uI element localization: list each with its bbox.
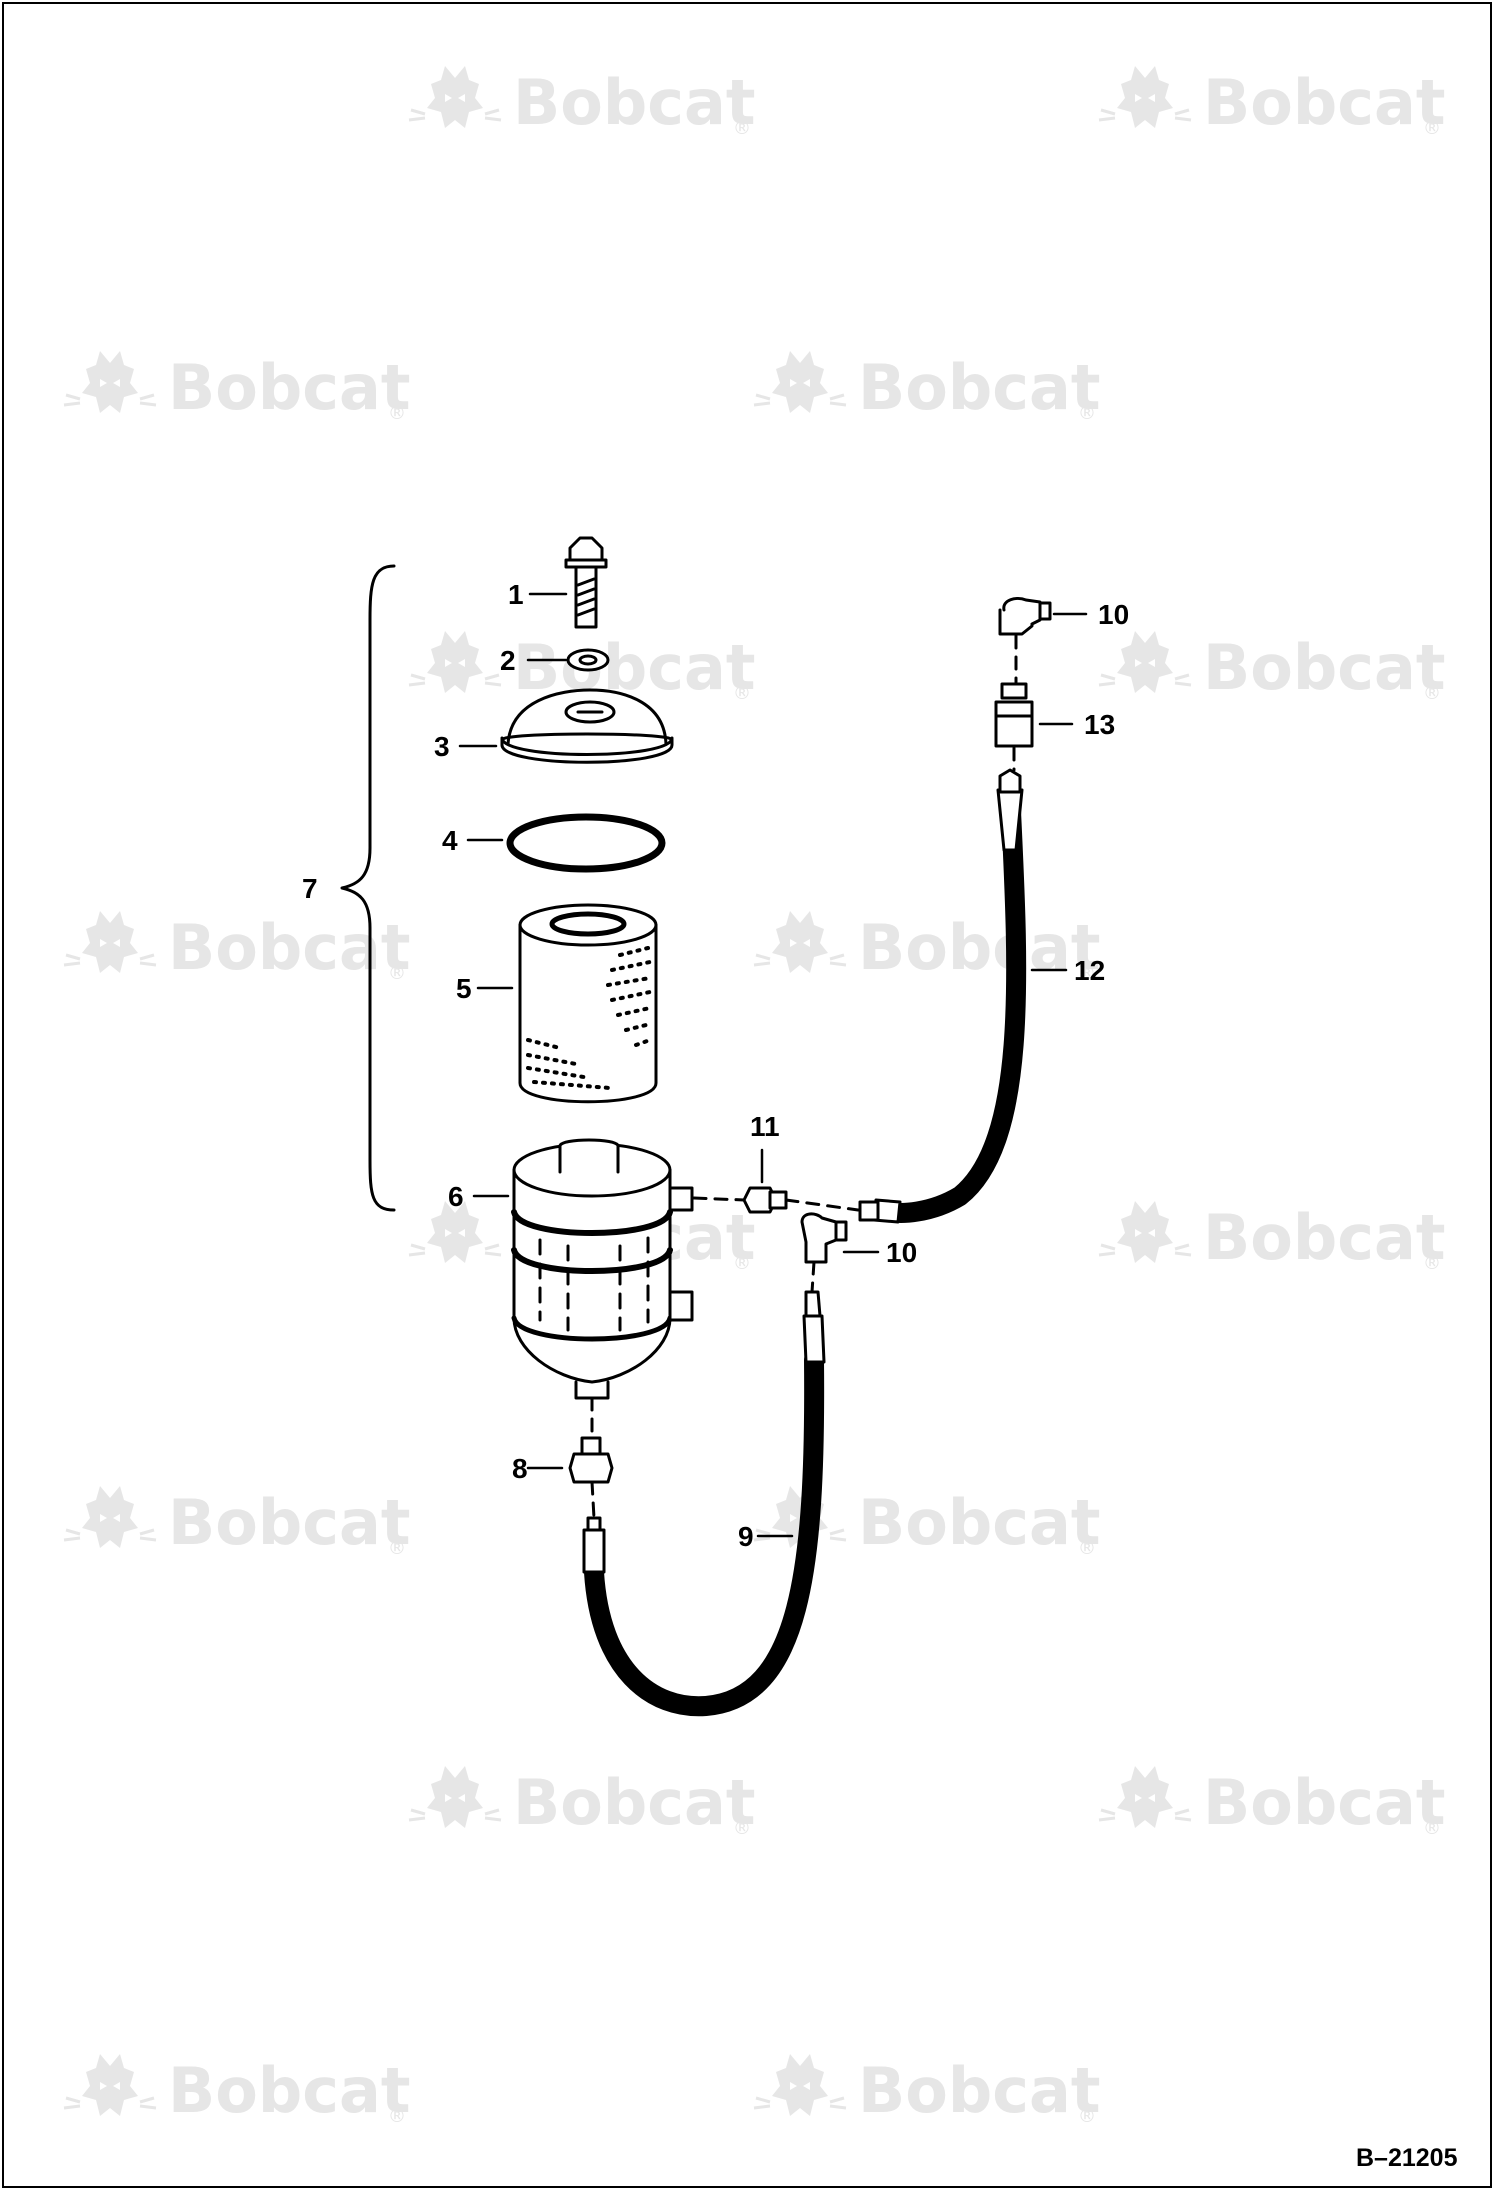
watermark: Bobcat ®	[752, 2052, 1100, 2127]
leader-lines	[458, 592, 1088, 1538]
watermark-mark: ®	[733, 683, 751, 704]
watermark-mark: ®	[388, 403, 406, 424]
callout-9: 9	[738, 1521, 754, 1552]
bobcat-head-icon	[1097, 1199, 1193, 1265]
callout-5: 5	[456, 973, 472, 1004]
callout-10-upper: 10	[1098, 599, 1129, 630]
bobcat-head-icon	[62, 2052, 158, 2118]
watermark-mark: ®	[1078, 963, 1096, 984]
figure-reference: B–21205	[1356, 2144, 1458, 2172]
watermark: Bobcat ®	[62, 2052, 410, 2127]
callout-11: 11	[750, 1111, 780, 1142]
watermark-mark: ®	[1078, 1538, 1096, 1559]
callout-8: 8	[512, 1453, 528, 1484]
watermark: Bobcat ®	[1097, 64, 1445, 139]
watermark: Bobcat ®	[752, 909, 1100, 984]
watermark-mark: ®	[1423, 683, 1441, 704]
assembly-bracket	[340, 564, 396, 1212]
bobcat-head-icon	[752, 349, 848, 415]
watermark-text: Bobcat	[858, 2054, 1100, 2127]
watermark-text: Bobcat	[168, 351, 410, 424]
callout-2: 2	[500, 645, 516, 676]
part-hose-9	[582, 1290, 826, 1717]
watermark-text: Bobcat	[858, 911, 1100, 984]
watermark: Bobcat ®	[62, 349, 410, 424]
part-drain-fitting	[568, 1436, 614, 1484]
watermark-mark: ®	[388, 2106, 406, 2127]
watermark-text: Bobcat	[168, 2054, 410, 2127]
bobcat-head-icon	[752, 2052, 848, 2118]
watermark-mark: ®	[388, 963, 406, 984]
callout-labels: 1 2 3 4 5 6 7 8 9 10 10 11 12 13	[302, 579, 1129, 1552]
watermark-mark: ®	[1423, 1818, 1441, 1839]
alignment-lines	[590, 634, 1018, 1520]
watermark-mark: ®	[1078, 403, 1096, 424]
watermark-text: Bobcat	[858, 1486, 1100, 1559]
watermark-mark: ®	[733, 1818, 751, 1839]
callout-13: 13	[1084, 709, 1115, 740]
bobcat-head-icon	[1097, 1764, 1193, 1830]
bobcat-head-icon	[1097, 629, 1193, 695]
watermark: Bobcat ®	[407, 629, 755, 704]
watermark-text: Bobcat	[513, 631, 755, 704]
watermark-mark: ®	[733, 118, 751, 139]
part-hose-12	[858, 768, 1027, 1224]
watermark: Bobcat ®	[752, 1484, 1100, 1559]
callout-7: 7	[302, 873, 318, 904]
watermark-text: Bobcat	[1203, 1766, 1445, 1839]
bobcat-head-icon	[62, 909, 158, 975]
bobcat-head-icon	[752, 909, 848, 975]
part-elbow-upper	[998, 596, 1052, 636]
watermark-text: Bobcat	[168, 911, 410, 984]
part-fitting-11	[742, 1186, 788, 1214]
watermark-text: Bobcat	[1203, 66, 1445, 139]
watermark: Bobcat ®	[62, 1484, 410, 1559]
watermark-text: Bobcat	[1203, 1201, 1445, 1274]
part-o-ring	[506, 813, 666, 873]
part-bolt	[564, 536, 608, 629]
watermark-text: Bobcat	[513, 1766, 755, 1839]
watermark: Bobcat ®	[407, 1764, 755, 1839]
part-filter-housing	[511, 1138, 694, 1400]
watermark-text: Bobcat	[858, 351, 1100, 424]
watermark-layer: Bobcat ® Bobcat ® Bobcat ® Bobcat ® Bobc…	[62, 64, 1445, 2127]
bobcat-head-icon	[407, 629, 503, 695]
part-washer	[566, 648, 610, 672]
watermark: Bobcat ®	[407, 64, 755, 139]
watermark: Bobcat ®	[62, 909, 410, 984]
callout-4: 4	[442, 825, 458, 856]
watermark-text: Bobcat	[1203, 631, 1445, 704]
part-filter-cover	[500, 688, 674, 764]
callout-12: 12	[1074, 955, 1105, 986]
callout-3: 3	[434, 731, 450, 762]
watermark: Bobcat ®	[1097, 629, 1445, 704]
callout-10-lower: 10	[886, 1237, 917, 1268]
bobcat-head-icon	[407, 64, 503, 130]
callout-1: 1	[508, 579, 524, 610]
watermark-mark: ®	[1423, 118, 1441, 139]
bobcat-head-icon	[1097, 64, 1193, 130]
bobcat-head-icon	[62, 349, 158, 415]
bobcat-head-icon	[62, 1484, 158, 1550]
watermark: Bobcat ®	[1097, 1199, 1445, 1274]
part-filter-element	[518, 903, 658, 1104]
watermark-mark: ®	[388, 1538, 406, 1559]
watermark-text: Bobcat	[168, 1486, 410, 1559]
watermark-mark: ®	[733, 1253, 751, 1274]
watermark-mark: ®	[1078, 2106, 1096, 2127]
bobcat-head-icon	[407, 1764, 503, 1830]
part-elbow-lower	[800, 1212, 848, 1264]
watermark: Bobcat ®	[1097, 1764, 1445, 1839]
watermark-text: Bobcat	[513, 66, 755, 139]
part-adapter	[994, 682, 1034, 748]
watermark: Bobcat ®	[752, 349, 1100, 424]
callout-6: 6	[448, 1181, 464, 1212]
watermark-mark: ®	[1423, 1253, 1441, 1274]
